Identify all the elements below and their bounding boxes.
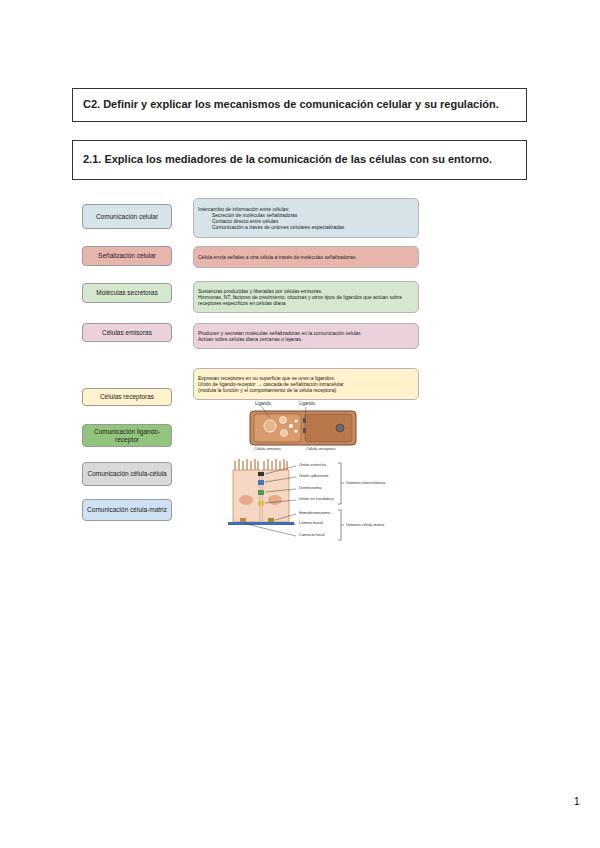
box-text: Señalización celular bbox=[86, 252, 168, 260]
concept-box: Comunicación célula-matriz bbox=[82, 499, 172, 521]
concept-box: Comunicación célula-célula bbox=[82, 462, 172, 486]
concept-box: Comunicación ligando-receptor bbox=[82, 424, 172, 447]
box-text: Comunicación célula-célula bbox=[86, 470, 168, 478]
box-text: Comunicación celular bbox=[86, 213, 168, 221]
part-label: Ligando bbox=[255, 402, 271, 407]
ligand-receptor-illustration bbox=[250, 407, 356, 445]
concept-box: Comunicación celular bbox=[82, 204, 172, 229]
part-label: Uniones célula-matriz bbox=[346, 523, 384, 527]
part-label: Célula emisora bbox=[254, 447, 281, 451]
box-text: Moléculas secretoras bbox=[86, 289, 168, 297]
cell-junction-illustration bbox=[228, 459, 344, 540]
description-box: Expresan receptores en su superficie que… bbox=[193, 368, 419, 400]
box-line: Contacto directo entre células bbox=[198, 218, 414, 224]
box-text: 2.1. Explica los mediadores de la comuni… bbox=[83, 153, 516, 166]
box-text: Comunicación célula-matriz bbox=[86, 506, 168, 514]
part-label: Unión estrecha bbox=[299, 463, 326, 467]
concept-box: Moléculas secretoras bbox=[82, 283, 172, 303]
part-label: Contacto focal bbox=[299, 533, 325, 537]
box-line: Unión de ligando-receptor → cascada de s… bbox=[198, 381, 414, 387]
box-line: Comunicación a través de uniones celular… bbox=[198, 224, 414, 230]
concept-box: Células emisoras bbox=[82, 323, 172, 342]
part-label: Ligando bbox=[299, 402, 315, 407]
box-text: Intercambio de información entre células… bbox=[198, 206, 414, 212]
part-label: Uniones intercelulares bbox=[346, 481, 386, 485]
box-text: C2. Definir y explicar los mecanismos de… bbox=[83, 98, 516, 111]
description-box: Sustancias producidas y liberadas por cé… bbox=[193, 281, 419, 313]
part-label: Unión en hendidura bbox=[299, 497, 334, 501]
box-text: Expresan receptores en su superficie que… bbox=[198, 375, 414, 381]
description-box: Intercambio de información entre células… bbox=[193, 198, 419, 238]
concept-box: Células receptoras bbox=[82, 388, 172, 406]
part-label: Lámina basal bbox=[299, 521, 323, 525]
concept-box: Señalización celular bbox=[82, 246, 172, 266]
part-label: Célula receptora bbox=[306, 447, 335, 451]
box-text: Células emisoras bbox=[86, 329, 168, 337]
box-text: Producen y secretan moléculas señalizado… bbox=[198, 330, 414, 336]
heading-box: C2. Definir y explicar los mecanismos de… bbox=[72, 88, 527, 122]
box-text: Célula envía señales a otra célula a tra… bbox=[198, 254, 414, 260]
part-label: Hemidesmosoma bbox=[299, 511, 330, 515]
box-text: Comunicación ligando-receptor bbox=[86, 428, 168, 444]
box-text: Células receptoras bbox=[86, 393, 168, 401]
description-box: Célula envía señales a otra célula a tra… bbox=[193, 246, 419, 268]
heading-box: 2.1. Explica los mediadores de la comuni… bbox=[72, 140, 527, 180]
page-number: 1 bbox=[574, 796, 580, 807]
box-line: Hormonas, NT, factores de crecimiento, c… bbox=[198, 294, 414, 306]
description-box: Producen y secretan moléculas señalizado… bbox=[193, 323, 419, 349]
box-line: Secreción de moléculas señalizadoras bbox=[198, 212, 414, 218]
box-text: Sustancias producidas y liberadas por cé… bbox=[198, 288, 414, 294]
part-label: Unión adherente bbox=[299, 474, 329, 478]
part-label: Desmosoma bbox=[299, 486, 321, 490]
box-line: (modula la función y el comportamiento d… bbox=[198, 387, 414, 393]
box-line: Actúan sobre células diana cercanas o le… bbox=[198, 336, 414, 342]
